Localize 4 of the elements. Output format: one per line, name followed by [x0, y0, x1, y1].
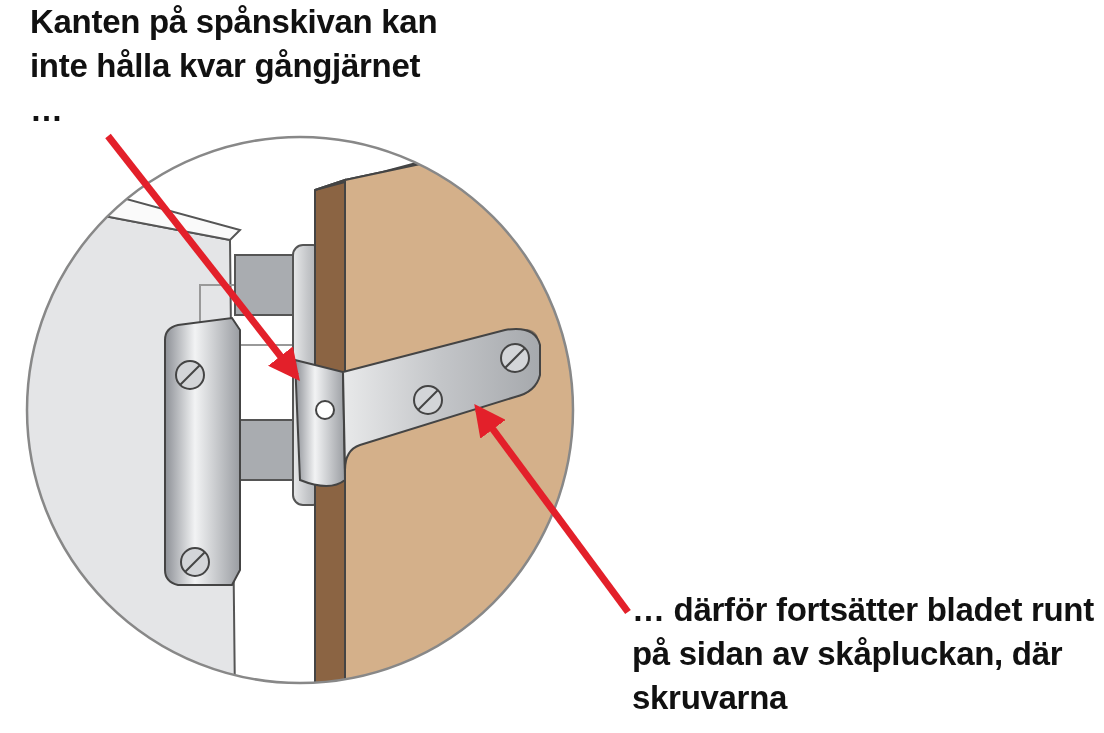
callout-text: Kanten på spånskivan kan inte hålla kvar gångjärnet … [30, 2, 439, 130]
callout-text: … därför fortsätter bladet runt på sidan av skåpluckan, där skruvarna [632, 590, 1095, 718]
leader-arrow [105, 133, 300, 381]
leader-arrow [474, 403, 631, 615]
